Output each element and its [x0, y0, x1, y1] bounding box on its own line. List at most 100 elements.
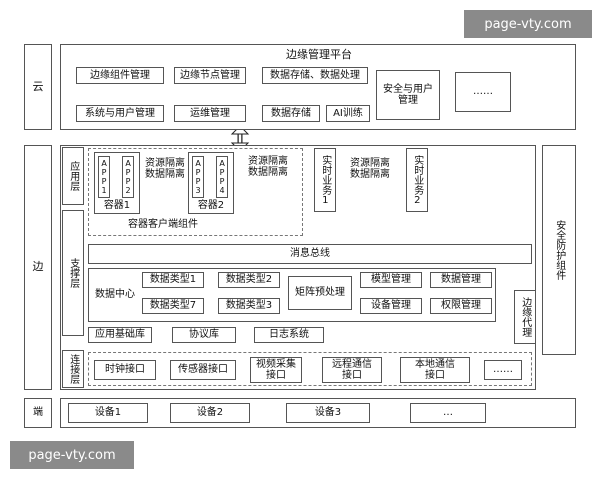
data-type: 数据类型1	[142, 272, 204, 288]
container-1-isolation: 资源隔离 数据隔离	[142, 155, 188, 183]
mgmt-item-text: 设备管理	[371, 300, 411, 312]
interface-item-text: 时钟接口	[105, 364, 145, 376]
data-type-text: 数据类型2	[225, 274, 273, 286]
data-type-text: 数据类型1	[149, 274, 197, 286]
cloud-more-text: ……	[473, 86, 493, 98]
edge-agent-text: 边缘代理	[519, 297, 531, 337]
interface-item-text: 本地通信接口	[415, 358, 455, 382]
interface-item: ……	[484, 360, 522, 380]
cloud-item: 运维管理	[174, 105, 246, 122]
mgmt-item-text: 模型管理	[371, 274, 411, 286]
app-2: APP2	[122, 156, 134, 198]
device-label-text: 端	[33, 407, 43, 419]
container-2-isolation: 资源隔离 数据隔离	[238, 153, 298, 181]
device-item: 设备3	[286, 403, 370, 423]
matrix-preprocess-text: 矩阵预处理	[295, 287, 345, 299]
app-1: APP1	[98, 156, 110, 198]
layer-connect-text: 连接层	[67, 354, 79, 384]
cloud-item-text: 安全与用户管理	[383, 83, 433, 107]
layer-app-text: 应用层	[67, 161, 79, 191]
container-1-label: 容器1	[94, 199, 140, 213]
message-bus: 消息总线	[88, 244, 532, 264]
base-lib: 协议库	[172, 327, 236, 343]
base-lib: 日志系统	[254, 327, 324, 343]
mgmt-item-text: 数据管理	[441, 274, 481, 286]
app-1-text: APP1	[99, 159, 109, 195]
watermark-text: page-vty.com	[28, 447, 116, 463]
device-item-text: …	[443, 407, 453, 419]
data-center-label-text: 数据中心	[95, 289, 135, 301]
cloud-item: 系统与用户管理	[76, 105, 164, 122]
edge-agent: 边缘代理	[514, 290, 536, 344]
cloud-item-text: 边缘组件管理	[90, 69, 150, 81]
container-client-label: 容器客户端组件	[118, 218, 208, 232]
isolation-mid: 资源隔离 数据隔离	[340, 155, 400, 183]
watermark-top-right: page-vty.com	[464, 10, 592, 38]
mgmt-item: 数据管理	[430, 272, 492, 288]
app-4-text: APP4	[217, 159, 227, 195]
realtime-1-text: 实时业务1	[319, 154, 331, 206]
container-client-text: 容器客户端组件	[128, 219, 198, 231]
cloud-item-text: 边缘节点管理	[180, 69, 240, 81]
device-item: 设备2	[170, 403, 250, 423]
mgmt-item: 权限管理	[430, 298, 492, 314]
message-bus-text: 消息总线	[290, 248, 330, 260]
cloud-item: 数据存储、数据处理	[262, 67, 368, 84]
cloud-item-text: 运维管理	[190, 107, 230, 119]
app-2-text: APP2	[123, 159, 133, 195]
interface-item: 时钟接口	[94, 360, 156, 380]
mgmt-item: 模型管理	[360, 272, 422, 288]
container-2-label-text: 容器2	[197, 200, 225, 212]
base-lib-text: 协议库	[189, 329, 219, 341]
data-type: 数据类型7	[142, 298, 204, 314]
cloud-title: 边缘管理平台	[61, 47, 577, 63]
layer-connect: 连接层	[62, 350, 84, 388]
cloud-item: 数据存储	[262, 105, 320, 122]
device-item: …	[410, 403, 486, 423]
layer-app: 应用层	[62, 147, 84, 205]
watermark-bottom-left: page-vty.com	[10, 441, 134, 469]
interface-item-text: 视频采集接口	[256, 358, 296, 382]
data-center-label: 数据中心	[90, 287, 140, 303]
data-type-text: 数据类型3	[225, 300, 273, 312]
realtime-2-text: 实时业务2	[411, 154, 423, 206]
realtime-1: 实时业务1	[314, 148, 336, 212]
interface-item: 视频采集接口	[250, 357, 302, 383]
container-2-isolation-text: 资源隔离 数据隔离	[248, 155, 288, 179]
interface-item: 本地通信接口	[400, 357, 470, 383]
layer-support: 支撑层	[62, 210, 84, 336]
security-component: 安全防护组件	[542, 145, 576, 355]
isolation-mid-text: 资源隔离 数据隔离	[350, 157, 390, 181]
cloud-item: 安全与用户管理	[376, 70, 440, 120]
base-lib-text: 日志系统	[269, 329, 309, 341]
edge-label: 边	[24, 145, 52, 390]
interface-item: 远程通信接口	[322, 357, 382, 383]
cloud-item-text: 系统与用户管理	[85, 107, 155, 119]
device-item-text: 设备2	[196, 407, 224, 419]
interface-item: 传感器接口	[170, 360, 236, 380]
app-4: APP4	[216, 156, 228, 198]
app-3: APP3	[192, 156, 204, 198]
cloud-title-text: 边缘管理平台	[286, 47, 352, 61]
container-2-label: 容器2	[188, 199, 234, 213]
cloud-item: 边缘节点管理	[174, 67, 246, 84]
data-type: 数据类型3	[218, 298, 280, 314]
app-3-text: APP3	[193, 159, 203, 195]
container-1-isolation-text: 资源隔离 数据隔离	[145, 157, 185, 181]
cloud-more-box: ……	[455, 72, 511, 112]
interfaces-region	[88, 352, 532, 386]
cloud-label-text: 云	[32, 79, 44, 93]
device-item-text: 设备3	[314, 407, 342, 419]
device-label: 端	[24, 398, 52, 428]
container-1-label-text: 容器1	[103, 200, 131, 212]
cloud-label: 云	[24, 44, 52, 130]
realtime-2: 实时业务2	[406, 148, 428, 212]
device-item-text: 设备1	[94, 407, 122, 419]
interface-item-text: 传感器接口	[178, 364, 228, 376]
base-lib-text: 应用基础库	[95, 329, 145, 341]
mgmt-item: 设备管理	[360, 298, 422, 314]
base-lib: 应用基础库	[88, 327, 152, 343]
cloud-item-text: 数据存储	[271, 107, 311, 119]
layer-support-text: 支撑层	[67, 258, 79, 288]
security-component-text: 安全防护组件	[553, 220, 565, 280]
